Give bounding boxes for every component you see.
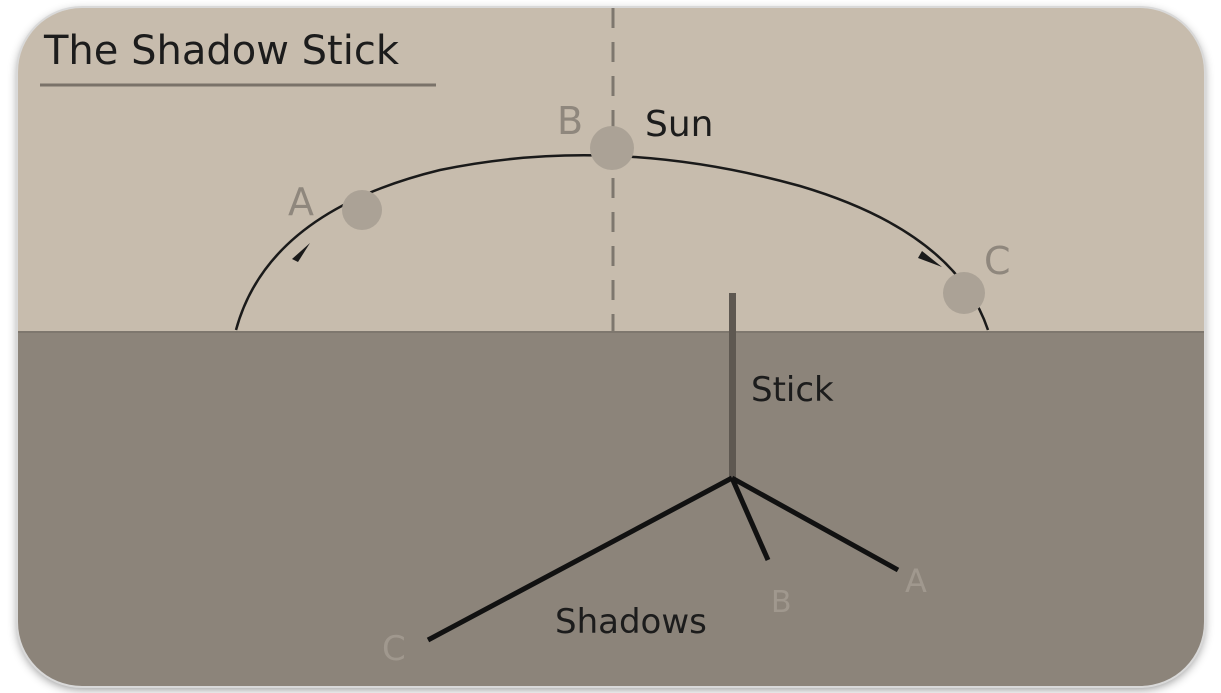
sun-label: Sun — [645, 104, 713, 145]
sun-position-label-a: A — [288, 180, 314, 224]
shadow-line-b — [729, 476, 771, 562]
arrow-head-icon — [292, 243, 310, 262]
shadows-label: Shadows — [555, 602, 707, 642]
sun-circle-icon — [342, 190, 382, 230]
sun-circle-icon — [943, 272, 985, 314]
sun-circle-icon — [590, 126, 634, 170]
shadow-line-c — [426, 475, 734, 643]
shadow-tip-label-c: C — [382, 629, 406, 669]
sky-area — [18, 8, 1204, 332]
diagram-title: The Shadow Stick — [43, 28, 400, 74]
shadow-tip-label-a: A — [905, 562, 927, 600]
stick-label: Stick — [751, 370, 834, 410]
stick — [729, 293, 736, 479]
diagram-frame: The Shadow Stick A B C Sun Stick C B A S… — [18, 8, 1204, 686]
sun-position-label-b: B — [557, 99, 583, 143]
shadow-tip-label-b: B — [771, 585, 792, 620]
sun-position-label-c: C — [984, 239, 1011, 283]
shadow-stick-diagram: The Shadow Stick A B C Sun Stick C B A S… — [18, 8, 1204, 686]
arrow-head-icon — [918, 251, 942, 267]
ground-area — [18, 332, 1204, 686]
shadow-line-a — [730, 475, 900, 573]
